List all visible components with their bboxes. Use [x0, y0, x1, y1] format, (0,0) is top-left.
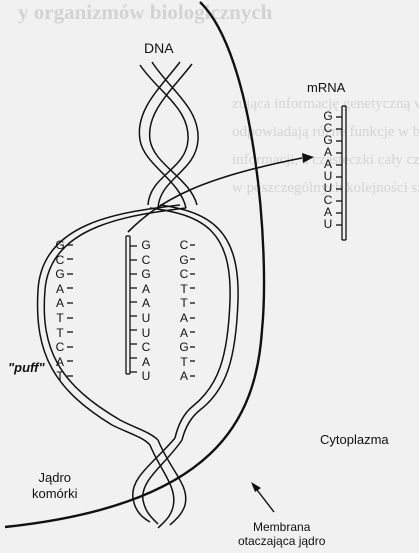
- nucleus-label-line1: Jądro: [32, 470, 78, 486]
- base: C: [178, 238, 190, 253]
- base: T: [178, 355, 190, 370]
- base: C: [178, 267, 190, 282]
- base: G: [140, 267, 152, 282]
- base: A: [54, 296, 66, 311]
- rna-middle-sequence: G C G A A U U C A U: [140, 238, 152, 384]
- base: T: [178, 296, 190, 311]
- base: A: [54, 355, 66, 370]
- base: A: [178, 326, 190, 341]
- base: G: [54, 238, 66, 253]
- base: C: [54, 253, 66, 268]
- dna-helix-bottom: [133, 438, 186, 528]
- base: G: [140, 238, 152, 253]
- dna-right-sequence: C G C T T A A G T A: [178, 238, 190, 384]
- base: T: [178, 282, 190, 297]
- right-strand-ticks: [190, 245, 195, 376]
- base: A: [54, 282, 66, 297]
- base: U: [140, 369, 152, 384]
- base: A: [140, 282, 152, 297]
- nucleus-label-line2: komórki: [32, 486, 78, 502]
- membrane-label: Membrana otaczająca jądro: [238, 520, 325, 548]
- base: G: [54, 267, 66, 282]
- base: A: [178, 311, 190, 326]
- base: A: [178, 369, 190, 384]
- base: A: [140, 355, 152, 370]
- membrane-label-line2: otaczająca jądro: [238, 534, 325, 548]
- base: G: [178, 340, 190, 355]
- base: C: [140, 340, 152, 355]
- puff-label: "puff": [8, 360, 45, 375]
- arrow-head: [302, 153, 314, 163]
- cytoplasm-label: Cytoplazma: [320, 432, 389, 447]
- membrane-pointer-head: [251, 482, 261, 492]
- mrna-label: mRNA: [307, 80, 345, 95]
- base: C: [54, 340, 66, 355]
- mrna-backbone: [336, 106, 346, 240]
- base: U: [322, 218, 334, 230]
- base: T: [54, 311, 66, 326]
- membrane-label-line1: Membrana: [238, 520, 325, 534]
- dna-bubble: [38, 205, 239, 445]
- dna-label: DNA: [144, 40, 174, 56]
- base: T: [54, 369, 66, 384]
- base: U: [140, 311, 152, 326]
- transport-arrow: [128, 158, 302, 232]
- base: C: [140, 253, 152, 268]
- base: U: [140, 326, 152, 341]
- base: A: [140, 296, 152, 311]
- left-strand-ticks: [67, 245, 73, 376]
- middle-strand-backbone: [126, 236, 137, 374]
- mrna-sequence: G C G A A U U C A U: [322, 110, 334, 230]
- dna-left-sequence: G C G A A T T C A T: [54, 238, 66, 384]
- base: T: [54, 326, 66, 341]
- dna-helix-top: [139, 62, 198, 208]
- base: G: [178, 253, 190, 268]
- nucleus-label: Jądro komórki: [32, 470, 78, 502]
